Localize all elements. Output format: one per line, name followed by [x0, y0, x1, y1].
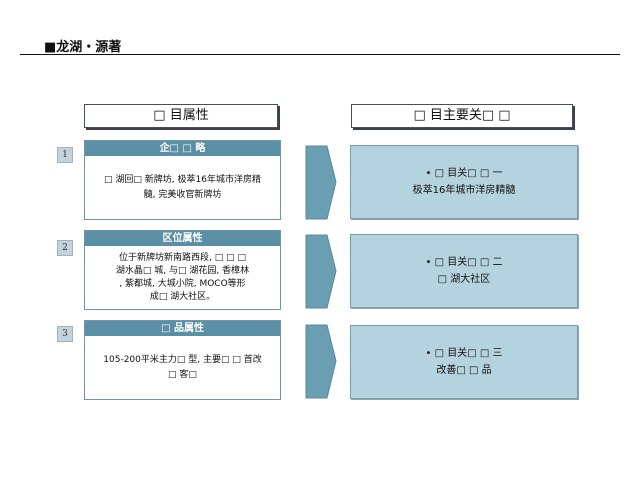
attribute-card-3: □ 品属性 105-200平米主力□ 型, 主要□ □ 首改 □ 客□	[84, 320, 281, 400]
attribute-text-line: , 紫都城, 大城小院, MOCO等形	[119, 278, 246, 289]
attribute-card-body: □ 湖回□ 新牌坊, 极萃16年城市洋房精 髓, 完美收官新牌坊	[85, 156, 280, 219]
attribute-text-line: □ 客□	[168, 369, 197, 380]
attribute-card-1: 企□ □ 略 □ 湖回□ 新牌坊, 极萃16年城市洋房精 髓, 完美收官新牌坊	[84, 140, 281, 220]
row-number-3: 3	[57, 326, 73, 342]
chevron-right-icon	[305, 145, 337, 220]
brand-title: ■龙湖・源著	[44, 40, 122, 55]
key-point-box-2: • □ 目关□ □ 二 □ 湖大社区	[350, 234, 578, 308]
key-point-label: • □ 目关□ □ 三	[425, 348, 503, 359]
attribute-text-line: 髓, 完美收官新牌坊	[143, 189, 222, 200]
attributes-column-title: □ 目属性	[84, 104, 278, 128]
key-point-label: • □ 目关□ □ 二	[425, 257, 503, 268]
chevron-right-icon	[305, 324, 337, 399]
key-point-text: 改善□ □ 品	[436, 365, 492, 376]
key-point-text: 极萃16年城市洋房精髓	[412, 185, 516, 196]
key-points-column-title: □ 目主要关□ □	[351, 104, 573, 128]
attribute-text-line: 湖水晶□ 城, 与□ 湖花园, 香樟林	[115, 265, 250, 276]
attribute-text-line: 105-200平米主力□ 型, 主要□ □ 首改	[103, 354, 262, 365]
attribute-card-body: 105-200平米主力□ 型, 主要□ □ 首改 □ 客□	[85, 336, 280, 399]
row-number-2: 2	[57, 240, 73, 256]
attribute-text-line: □ 湖回□ 新牌坊, 极萃16年城市洋房精	[104, 174, 261, 185]
key-point-label: • □ 目关□ □ 一	[425, 168, 503, 179]
row-number-1: 1	[57, 147, 73, 163]
key-point-box-3: • □ 目关□ □ 三 改善□ □ 品	[350, 325, 578, 399]
attribute-card-2: 区位属性 位于新牌坊新南路西段, □ □ □ 湖水晶□ 城, 与□ 湖花园, 香…	[84, 230, 281, 310]
header-rule	[20, 54, 620, 55]
key-point-box-1: • □ 目关□ □ 一 极萃16年城市洋房精髓	[350, 145, 578, 219]
attribute-card-heading: 企□ □ 略	[85, 141, 280, 156]
attribute-card-heading: □ 品属性	[85, 321, 280, 336]
attribute-text-line: 成□ 湖大社区。	[149, 291, 216, 302]
attribute-card-heading: 区位属性	[85, 231, 280, 246]
attribute-text-line: 位于新牌坊新南路西段, □ □ □	[119, 252, 246, 263]
attribute-card-body: 位于新牌坊新南路西段, □ □ □ 湖水晶□ 城, 与□ 湖花园, 香樟林 , …	[85, 246, 280, 309]
key-point-text: □ 湖大社区	[437, 274, 491, 285]
chevron-right-icon	[305, 234, 337, 309]
